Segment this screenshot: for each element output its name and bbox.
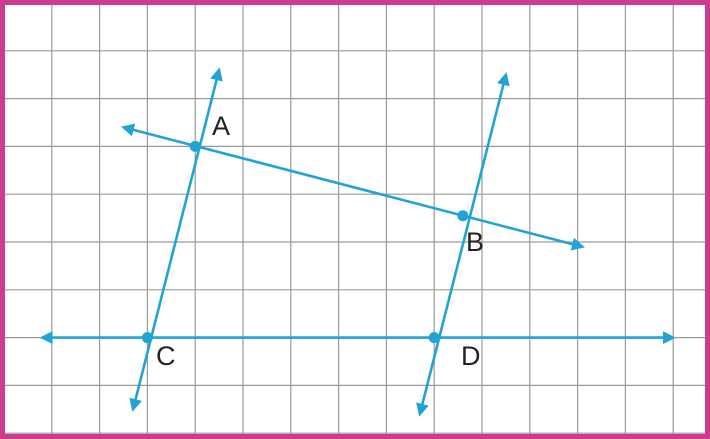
point-a [189, 140, 201, 152]
point-label-b: B [466, 227, 484, 257]
point-d [428, 332, 440, 344]
point-b [457, 210, 469, 222]
geometry-points [141, 140, 469, 344]
point-c [141, 332, 153, 344]
point-label-a: A [212, 111, 230, 141]
line-ac [129, 67, 223, 412]
point-label-d: D [461, 341, 481, 371]
line-bd [416, 72, 510, 417]
point-label-c: C [156, 341, 176, 371]
point-labels: A B C D [156, 111, 484, 371]
